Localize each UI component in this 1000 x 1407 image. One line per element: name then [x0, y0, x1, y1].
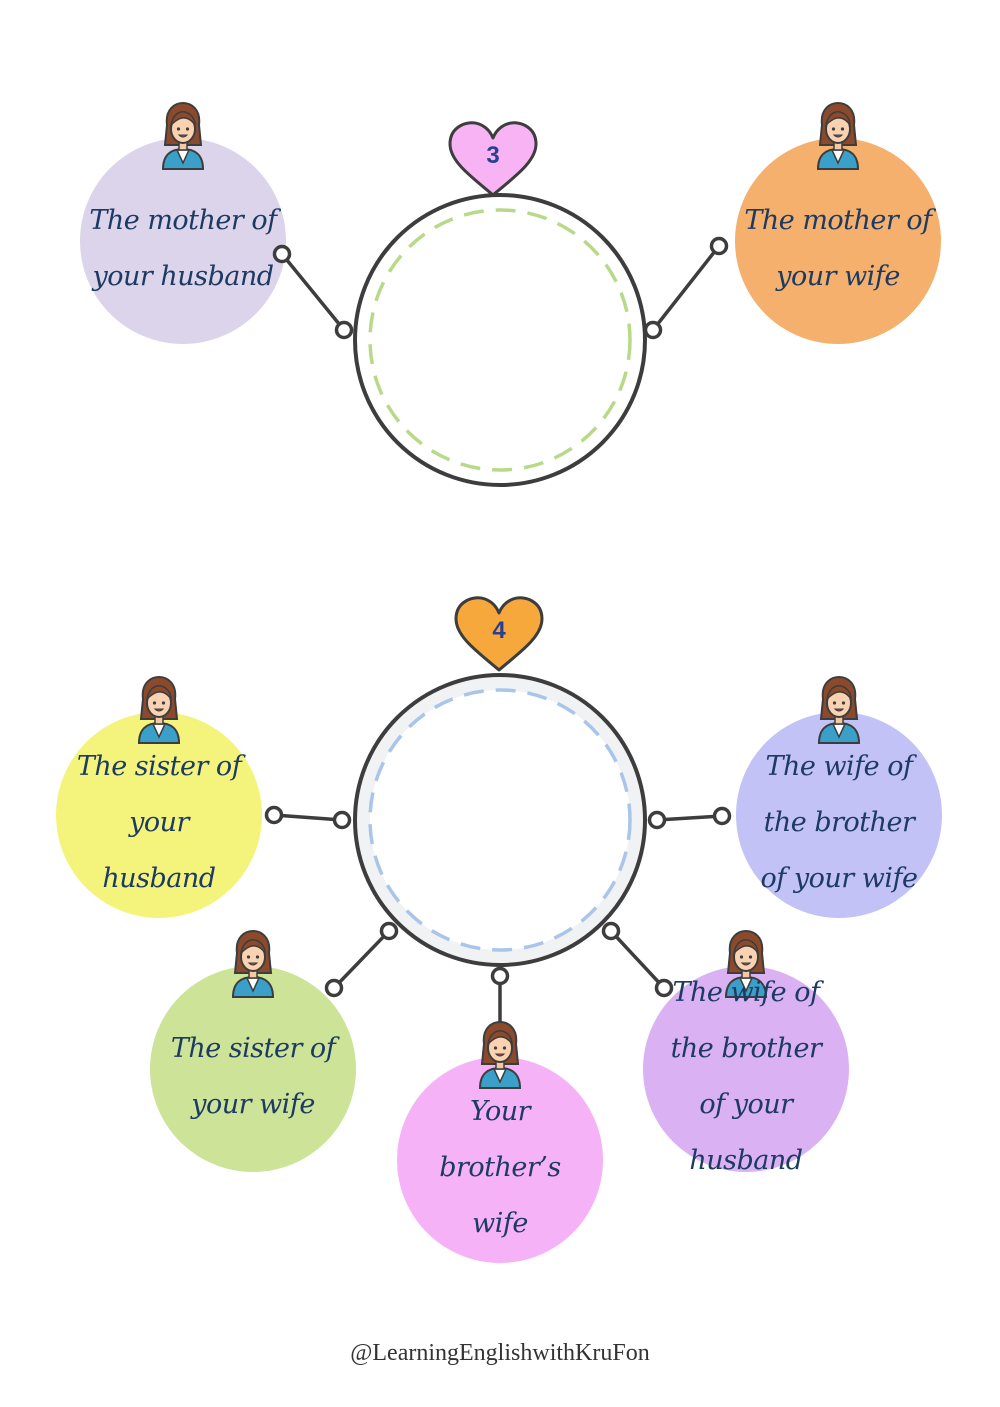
node-bubble-wife-of-brother-of-husband [654, 978, 674, 998]
bubble-label-mother-of-husband: The mother of your husband [89, 205, 277, 292]
bubble-your-brothers-wife [397, 1057, 603, 1263]
node-hub-mother-of-wife [643, 320, 663, 340]
woman-icon [161, 101, 205, 170]
eye [246, 955, 251, 959]
bubble-label-sister-of-husband: The sister of your husband [76, 751, 242, 894]
mouth [247, 962, 259, 966]
node-hub-sister-of-wife [379, 921, 399, 941]
bubble-label-mother-of-wife: The mother of your wife [744, 205, 932, 292]
bubble-mother-of-husband [80, 138, 286, 344]
node-bubble-mother-of-wife [709, 236, 729, 256]
mouth [153, 708, 165, 712]
eye [176, 127, 181, 131]
eye [185, 127, 190, 131]
mouth [832, 134, 844, 138]
woman-icon [724, 929, 768, 998]
node-hub-your-brothers-wife [490, 966, 510, 986]
woman-icon [816, 101, 860, 170]
connector-mother-of-husband [280, 252, 346, 332]
eye [748, 955, 753, 959]
heart-badge-group-4 [454, 596, 544, 672]
answer-drop-zone-group-3 [368, 208, 632, 472]
bangs [825, 685, 852, 702]
answer-drop-zone-group-4 [368, 688, 632, 952]
node-bubble-wife-of-brother-of-wife [712, 806, 732, 826]
node-hub-sister-of-husband [332, 810, 352, 830]
bangs [486, 1030, 513, 1047]
node-hub-wife-of-brother-of-wife [647, 810, 667, 830]
woman-icon [817, 675, 861, 744]
node-hub-mother-of-husband [334, 320, 354, 340]
badge-number-group-3: 3 [486, 142, 500, 169]
footer-credit: @LearningEnglishwithKruFon [350, 1340, 650, 1366]
bangs [732, 939, 759, 956]
node-bubble-sister-of-husband [264, 805, 284, 825]
bubble-wife-of-brother-of-husband [643, 966, 849, 1172]
eye [502, 1046, 507, 1050]
eye [739, 955, 744, 959]
bangs [145, 685, 172, 702]
bubble-sister-of-wife [150, 966, 356, 1172]
eye [493, 1046, 498, 1050]
node-hub-wife-of-brother-of-husband [601, 921, 621, 941]
eye [840, 127, 845, 131]
woman-icon [231, 929, 275, 998]
mouth [740, 962, 752, 966]
bangs [239, 939, 266, 956]
heart-badge-group-3 [448, 121, 538, 197]
eye [152, 701, 157, 705]
bubble-label-sister-of-wife: The sister of your wife [170, 1033, 336, 1120]
node-bubble-mother-of-husband [272, 244, 292, 264]
bubble-mother-of-wife [735, 138, 941, 344]
bubble-label-wife-of-brother-of-wife: The wife of the brother of your wife [760, 751, 918, 894]
connector-mother-of-wife [651, 244, 721, 332]
bubble-sister-of-husband [56, 712, 262, 918]
woman-icon [478, 1020, 522, 1089]
mouth [177, 134, 189, 138]
connector-wife-of-brother-of-wife [656, 814, 723, 822]
bangs [824, 111, 851, 128]
connector-sister-of-wife [332, 929, 391, 990]
badge-number-group-4: 4 [492, 617, 506, 644]
eye [832, 701, 837, 705]
mouth [833, 708, 845, 712]
bubble-label-wife-of-brother-of-husband: The wife of the brother of your husband [670, 977, 822, 1176]
connector-wife-of-brother-of-husband [609, 929, 666, 990]
bangs [169, 111, 196, 128]
mouth [494, 1053, 506, 1057]
eye [255, 955, 260, 959]
bubble-wife-of-brother-of-wife [736, 712, 942, 918]
eye [831, 127, 836, 131]
woman-icon [137, 675, 181, 744]
eye [161, 701, 166, 705]
bubble-label-your-brothers-wife: Your brother’s wife [439, 1096, 561, 1239]
eye [841, 701, 846, 705]
node-bubble-sister-of-wife [324, 978, 344, 998]
connector-sister-of-husband [273, 813, 343, 822]
